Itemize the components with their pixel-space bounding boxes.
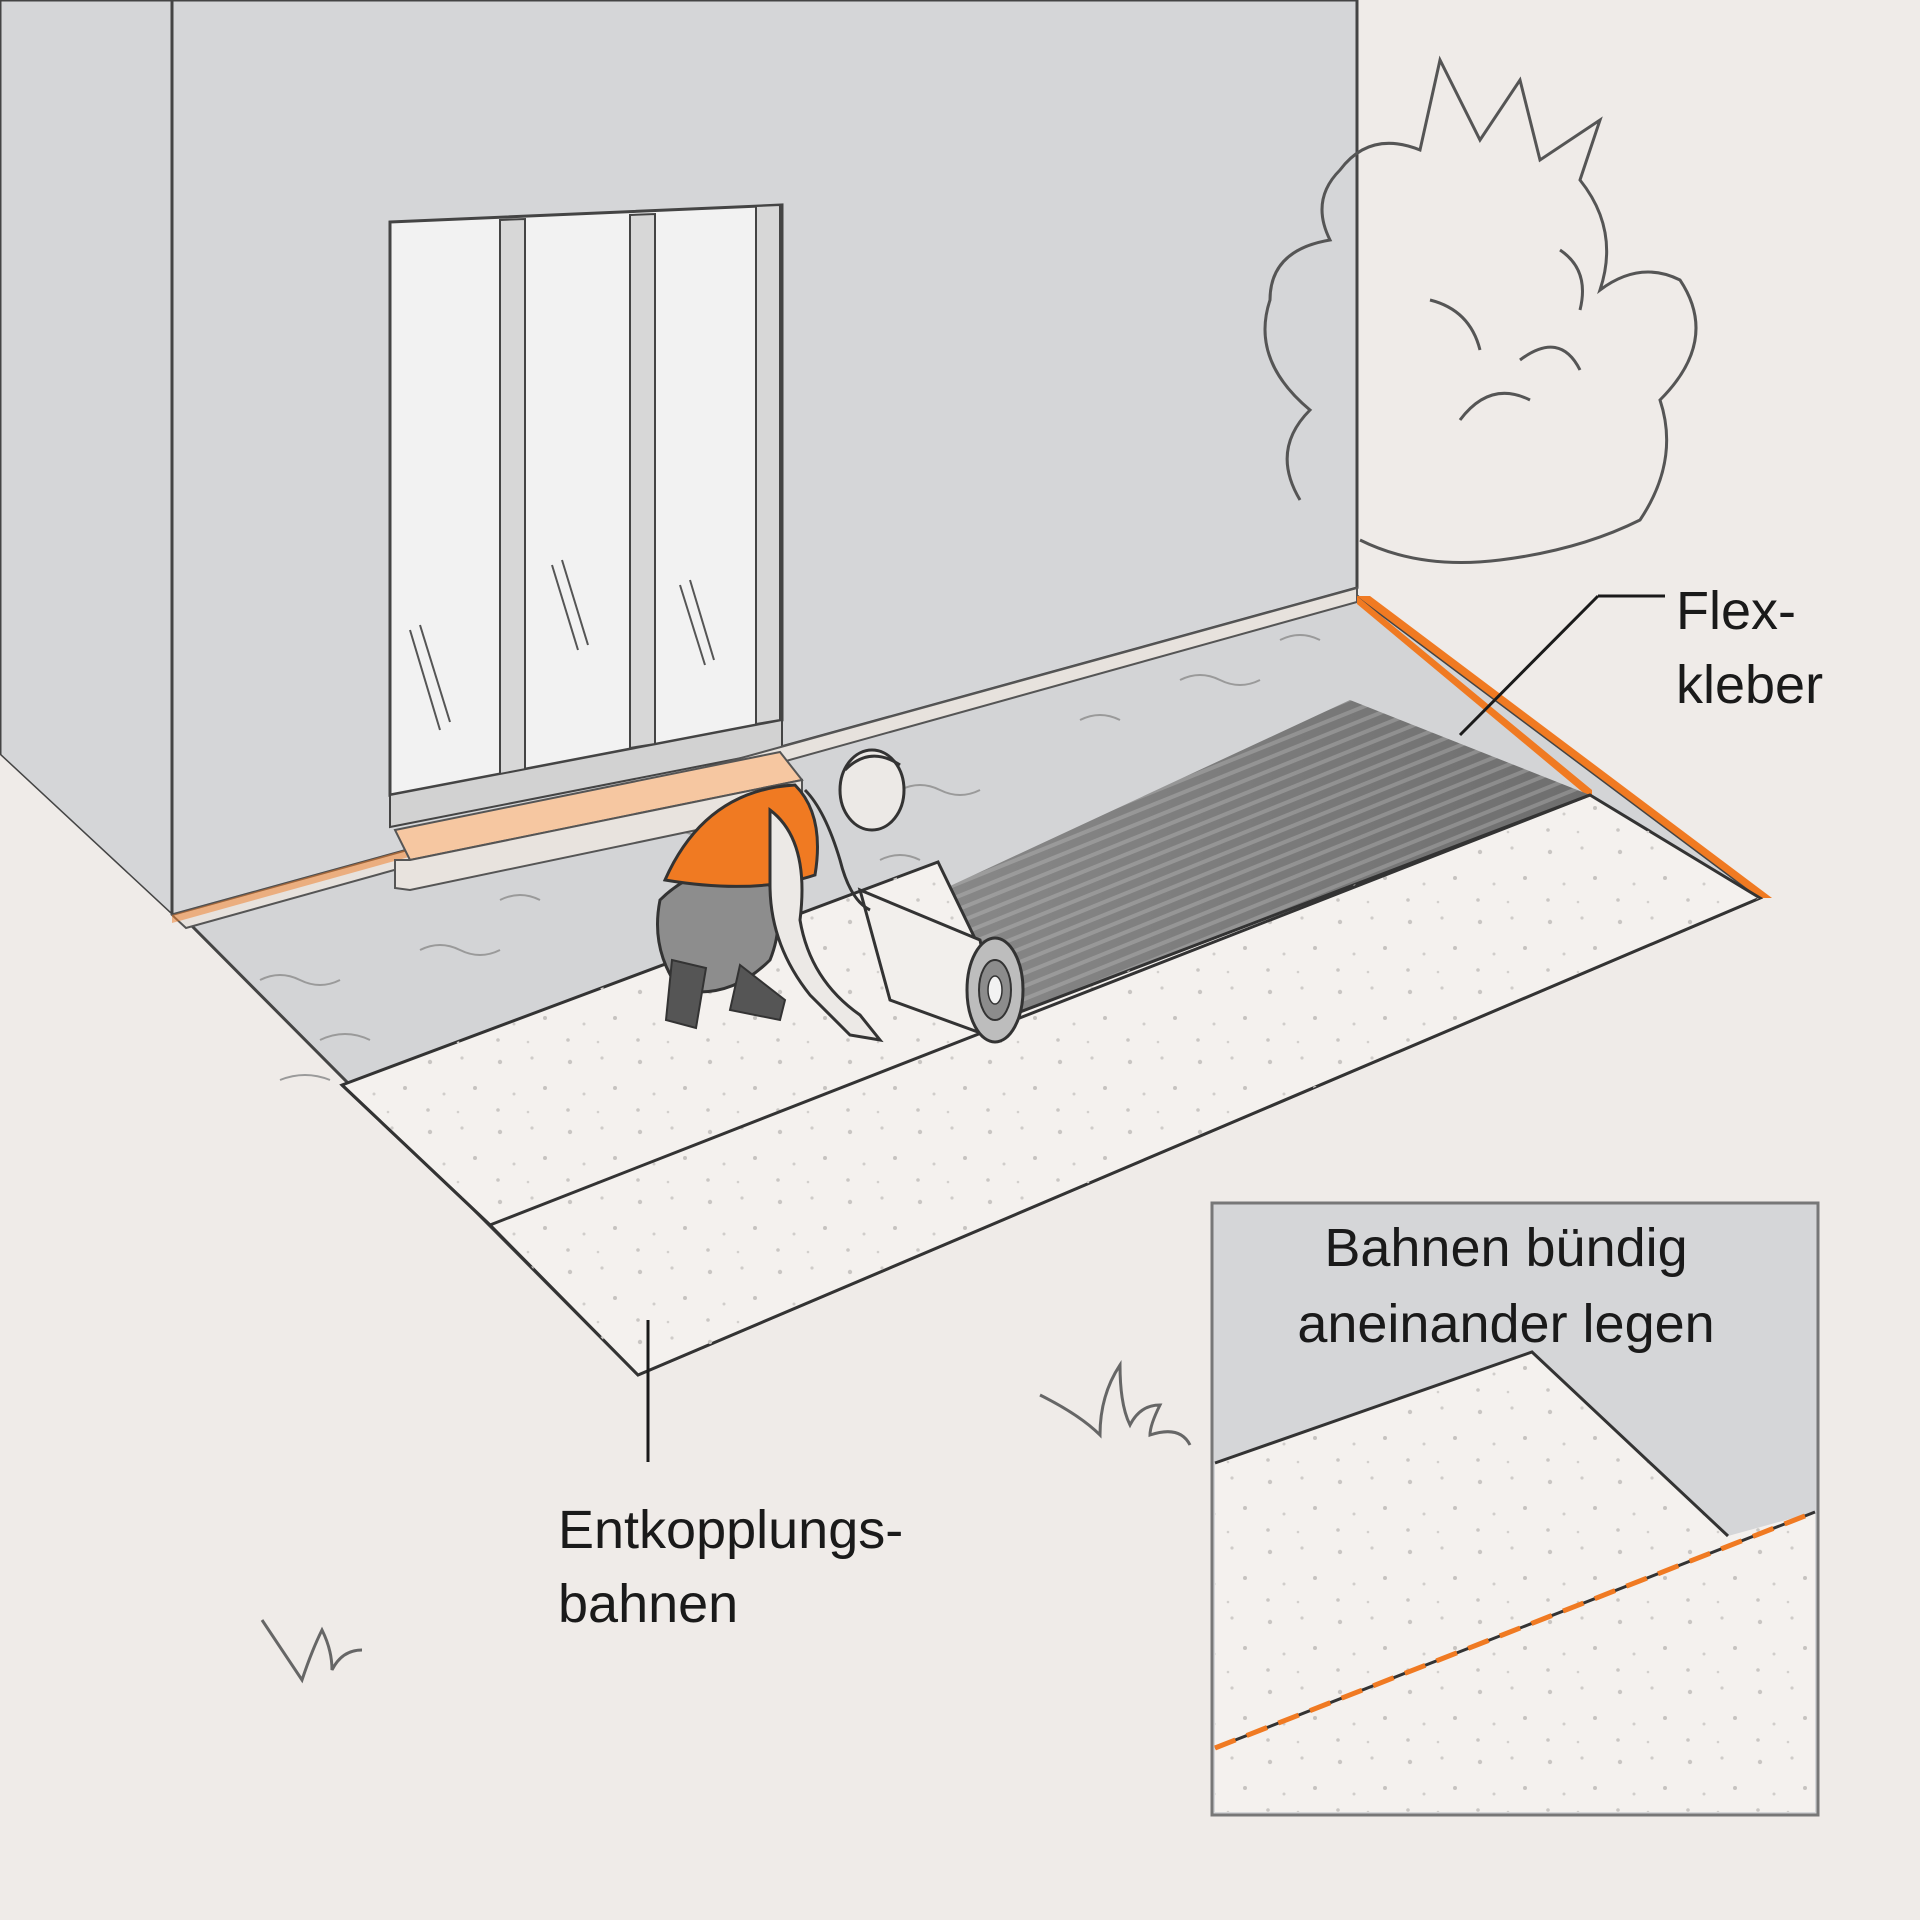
- label-inset-line1: Bahnen bündig: [1324, 1218, 1688, 1278]
- mat-roll-icon: [857, 887, 1025, 1044]
- leader-lines: [646, 594, 1665, 1462]
- door-sill: [393, 750, 804, 892]
- label-entkopplungsbahnen: Entkopplungs- bahnen: [558, 1493, 903, 1641]
- inset-detail: [1210, 1201, 1820, 1817]
- window-door-icon: [388, 203, 784, 829]
- label-flexkleber: Flex- kleber: [1676, 574, 1823, 722]
- label-flexkleber-line2: kleber: [1676, 655, 1824, 715]
- ribbed-mat: [920, 700, 1590, 1015]
- grass-tuft-icon: [260, 1360, 1192, 1684]
- label-entkopplungsbahnen-line2: bahnen: [558, 1574, 739, 1634]
- worker-figure-icon: [656, 748, 906, 1043]
- label-inset-line2: aneinander legen: [1297, 1294, 1715, 1354]
- left-wall: [0, 0, 174, 919]
- label-inset: Bahnen bündig aneinander legen: [1212, 1210, 1800, 1362]
- label-flexkleber-line1: Flex-: [1676, 581, 1796, 641]
- shrub-icon: [1263, 55, 1698, 564]
- flexkleber-edge: [1357, 596, 1772, 898]
- label-entkopplungsbahnen-line1: Entkopplungs-: [558, 1500, 904, 1560]
- decoupling-mats: [339, 793, 1764, 1377]
